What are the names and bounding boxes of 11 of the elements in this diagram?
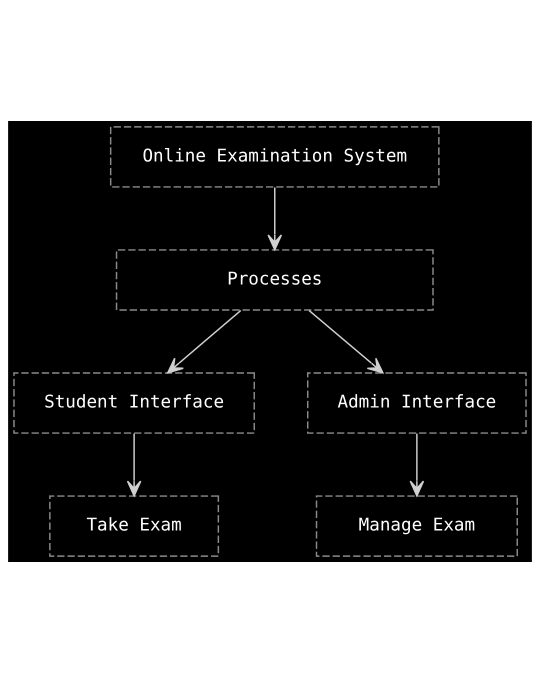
arrow bbox=[267, 187, 282, 250]
arrow bbox=[126, 434, 142, 497]
arrow bbox=[167, 310, 242, 374]
arrow bbox=[308, 310, 384, 374]
node-box: Processes bbox=[116, 249, 434, 311]
node-box: Student Interface bbox=[13, 372, 255, 434]
node-box: Manage Exam bbox=[316, 495, 518, 557]
node-box: Online Examination System bbox=[110, 126, 440, 188]
node-box: Take Exam bbox=[49, 495, 220, 557]
arrow bbox=[410, 434, 424, 497]
node-box: Admin Interface bbox=[307, 372, 527, 434]
